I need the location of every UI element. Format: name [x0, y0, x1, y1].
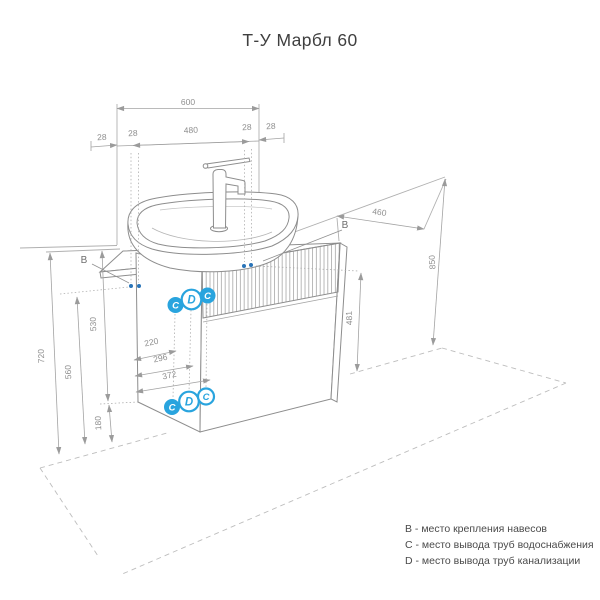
- water-outlet-marker: [164, 399, 180, 415]
- dim-180: 180: [93, 416, 103, 431]
- legend-item-bracket: В - место крепления навесов: [405, 523, 548, 535]
- bracket-label-left: В: [81, 255, 88, 266]
- dim-28-inner-left: 28: [128, 128, 138, 138]
- dim-480: 480: [183, 125, 198, 136]
- dim-372: 372: [161, 369, 177, 382]
- dimension-lines: [47, 105, 448, 455]
- bracket-label-right: В: [342, 220, 349, 231]
- dim-530: 530: [88, 317, 98, 332]
- legend-item-drain: D - место вывода труб канализации: [405, 555, 581, 567]
- dim-850: 850: [427, 255, 438, 270]
- faucet: [202, 157, 251, 233]
- dim-296: 296: [152, 352, 168, 365]
- wall-mount-dot: [129, 284, 133, 288]
- water-outlet-letter: C: [203, 392, 210, 403]
- cabinet-right-edge: [330, 242, 348, 403]
- dim-720: 720: [36, 349, 46, 364]
- dim-600: 600: [181, 97, 195, 107]
- water-outlet-letter: C: [169, 402, 176, 413]
- water-outlet-marker: [199, 287, 216, 304]
- dimension-labels: 600 28 28 480 28 28 460 850 481 720 560 …: [36, 97, 438, 430]
- cdc-markers-lower: C D C: [164, 387, 216, 415]
- water-outlet-marker: [196, 387, 216, 406]
- drain-outlet-letter: D: [185, 397, 193, 409]
- water-outlet-letter: C: [204, 291, 211, 302]
- dim-220: 220: [143, 336, 159, 349]
- dim-28-inner-right: 28: [242, 122, 252, 132]
- faucet-lever-cap: [202, 163, 209, 169]
- mounting-dots: [129, 263, 253, 288]
- water-outlet-letter: C: [172, 300, 179, 311]
- faucet-body-spout: [212, 169, 246, 229]
- dim-460: 460: [372, 206, 388, 218]
- drawer-gap-line: [202, 295, 339, 323]
- legend-item-water: С - место вывода труб водоснабжения: [405, 539, 594, 551]
- drain-outlet-letter: D: [187, 295, 195, 307]
- wall-mount-dot: [137, 284, 141, 288]
- outlet-dot: [249, 263, 253, 267]
- cdc-markers-upper: C D C: [167, 287, 216, 313]
- dim-481: 481: [344, 311, 354, 326]
- bracket-labels: В В: [81, 220, 349, 284]
- faucet-lever: [205, 157, 251, 169]
- legend: В - место крепления навесов С - место вы…: [405, 521, 594, 569]
- floor-dashed-lines: [39, 347, 567, 576]
- dim-28-outer-left: 28: [97, 132, 107, 142]
- dim-28-outer-right: 28: [266, 121, 276, 131]
- page-title: Т-У Марбл 60: [242, 30, 358, 50]
- dim-560: 560: [63, 365, 73, 380]
- outlet-dot: [242, 264, 246, 268]
- water-outlet-marker: [167, 297, 184, 313]
